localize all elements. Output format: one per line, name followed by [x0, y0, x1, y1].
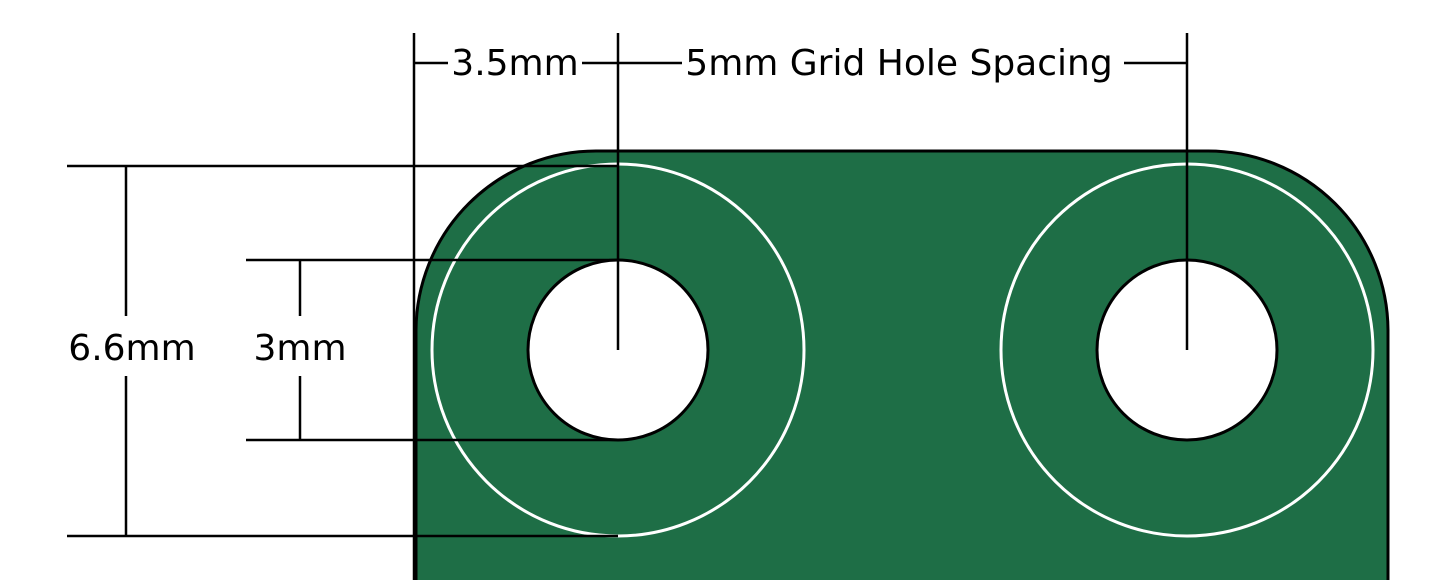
pcb-board — [414, 149, 1390, 580]
pad-diameter-label: 6.6mm — [68, 328, 195, 369]
hole-spacing-label: 5mm Grid Hole Spacing — [685, 43, 1112, 84]
edge-offset-label: 3.5mm — [451, 43, 578, 84]
hole-diameter-label: 3mm — [253, 328, 346, 369]
